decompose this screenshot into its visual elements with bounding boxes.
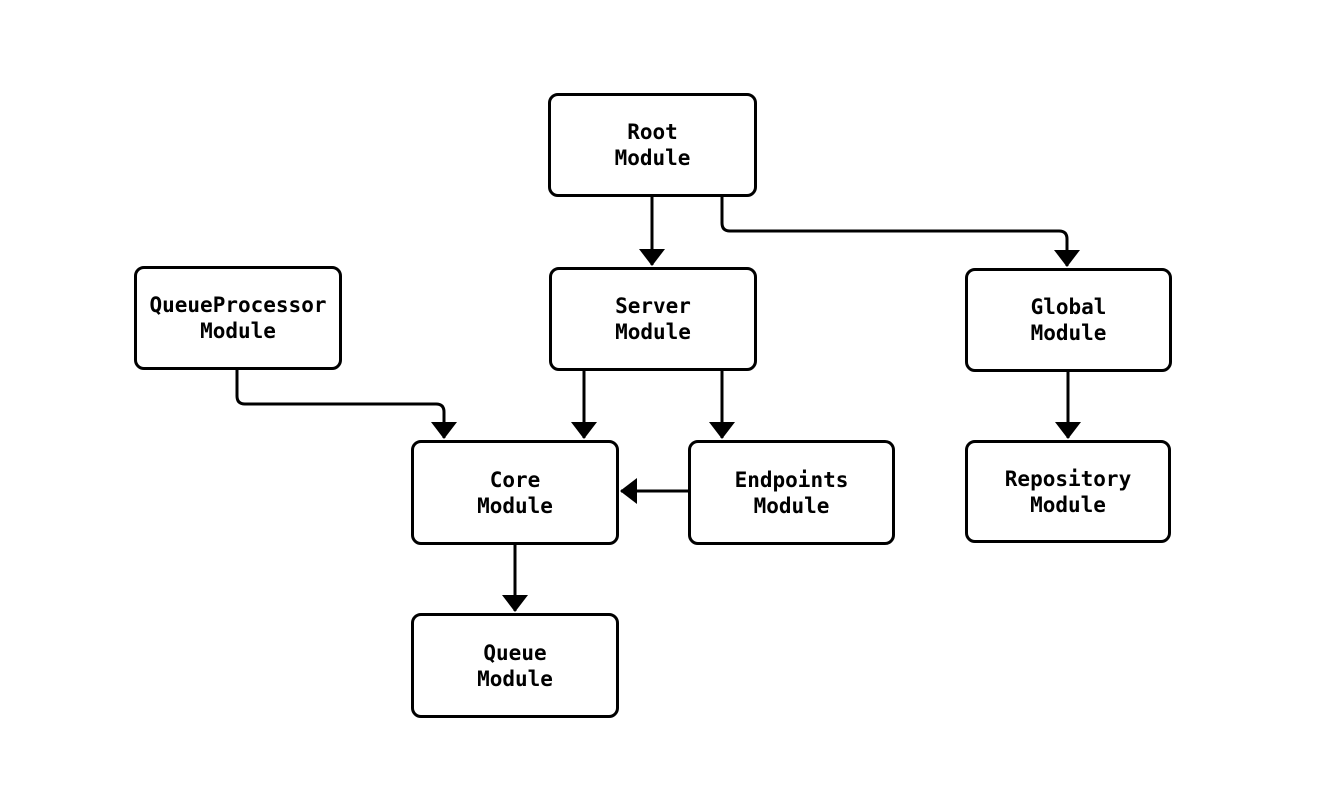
edges-group (235, 197, 1081, 612)
node-label-line: Repository (1004, 466, 1132, 491)
edge-queueprocessor-to-core (235, 370, 457, 439)
node-label-line: Module (1030, 321, 1107, 345)
node-label-line: Endpoints (734, 467, 849, 492)
edge-root-to-global (720, 197, 1080, 267)
node-label-line: Module (200, 319, 276, 343)
node-label-line: Module (615, 320, 691, 344)
node-label-line: Module (477, 493, 553, 518)
node-label-line: Queue (483, 640, 547, 665)
node-label-line: Server (615, 294, 691, 318)
node-label-line: Root (627, 120, 678, 144)
node-label-line: Core (489, 467, 541, 492)
node-label-line: Module (614, 146, 691, 170)
node-label-line: Global (1030, 295, 1107, 319)
node-label-line: QueueProcessor (149, 293, 327, 317)
node-label-line: Module (1030, 492, 1106, 517)
node-label-line: Module (753, 493, 830, 518)
node-label-line: Module (477, 666, 553, 691)
